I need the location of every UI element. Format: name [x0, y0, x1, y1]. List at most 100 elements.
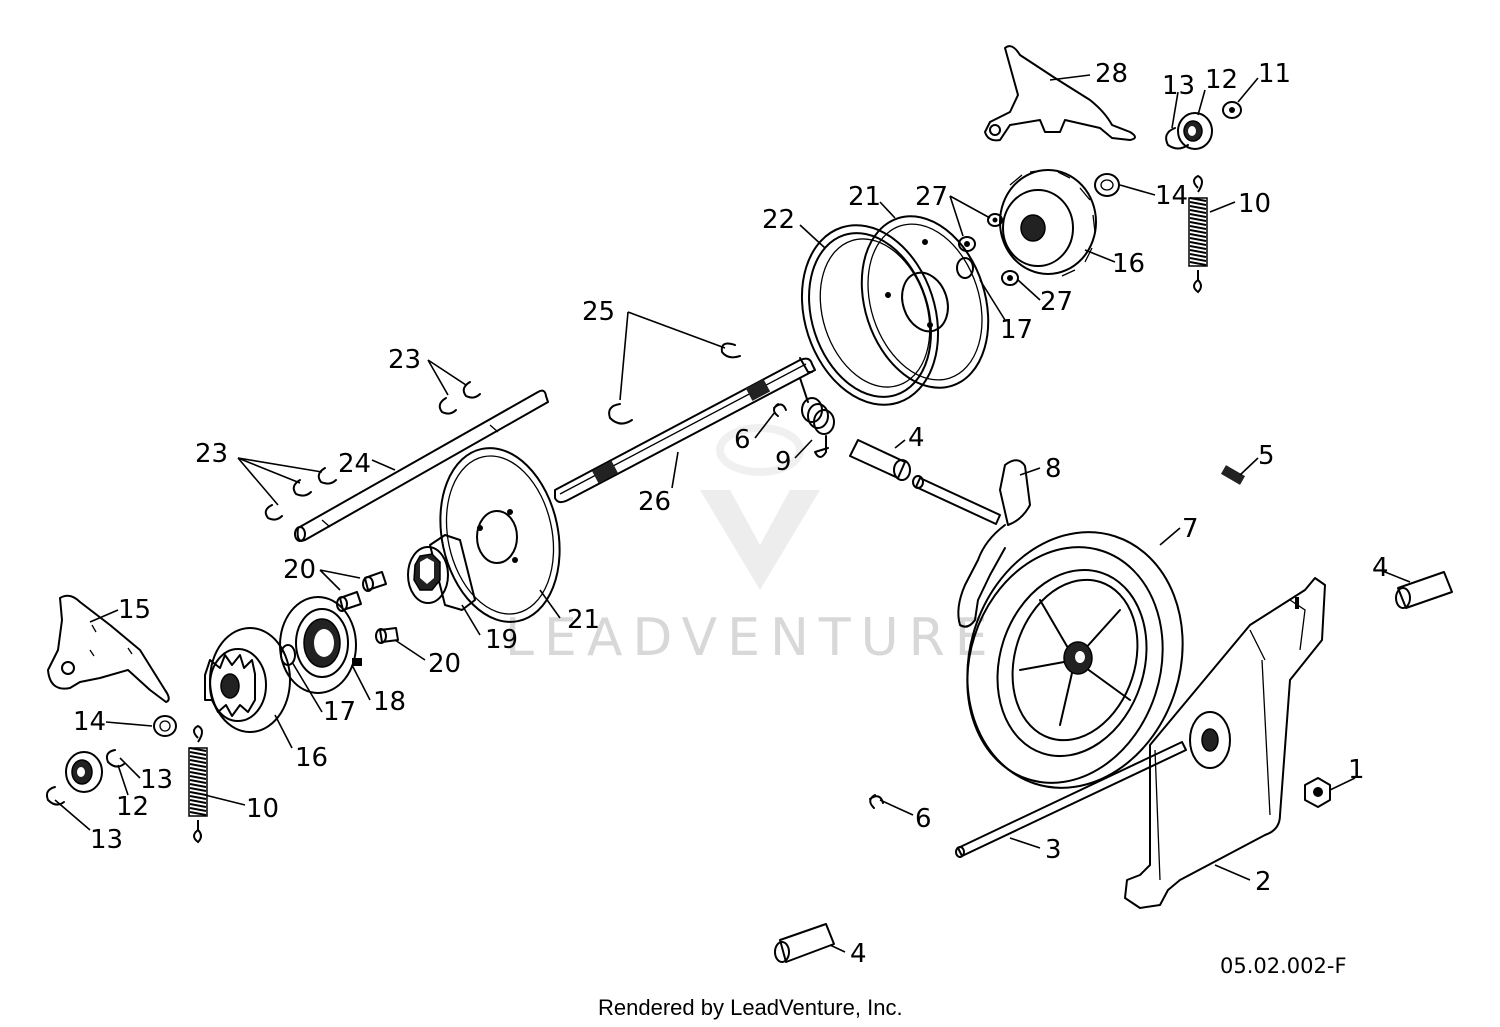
spring-body — [188, 747, 208, 817]
spacer-4-middle — [849, 439, 911, 481]
callout-13-top: 13 — [1162, 71, 1195, 101]
rivet-20-b — [336, 591, 362, 612]
drive-plate-22 — [800, 224, 940, 406]
side-plate-2 — [1124, 577, 1326, 909]
watermark-text: LEADVENTURE — [505, 608, 998, 668]
callout-9: 9 — [775, 447, 792, 477]
callout-13-lower-a: 13 — [140, 765, 173, 795]
callout-4-bottom: 4 — [850, 939, 867, 969]
drive-gear-16-lower — [204, 627, 291, 733]
bracket-15 — [47, 594, 170, 703]
callout-18: 18 — [373, 687, 406, 717]
callout-20-lower: 20 — [428, 649, 461, 679]
axle-rod-3 — [955, 741, 1187, 858]
callout-20-upper: 20 — [283, 555, 316, 585]
callout-15: 15 — [118, 595, 151, 625]
callout-21-lower: 21 — [567, 605, 600, 635]
washer-27-c — [1001, 270, 1019, 286]
set-screw-5 — [1220, 465, 1246, 485]
callout-28: 28 — [1095, 59, 1128, 89]
callout-5: 5 — [1258, 441, 1275, 471]
snap-ring-13-lower-a — [105, 749, 125, 768]
pivot-pin — [912, 475, 1001, 525]
torsion-spring-9 — [799, 377, 835, 458]
spring-coil — [189, 724, 207, 844]
callout-labels: 1 2 3 4 4 4 5 6 6 7 8 9 10 10 11 12 12 1… — [73, 59, 1389, 969]
callout-14-lower: 14 — [73, 707, 106, 737]
callout-24: 24 — [338, 449, 371, 479]
friction-disc-21-top — [860, 215, 990, 389]
spring-coil — [1189, 174, 1207, 294]
washer-14-lower — [153, 715, 177, 737]
snap-ring-13-top — [1165, 127, 1189, 150]
spring-10-lower — [188, 724, 208, 844]
callout-3: 3 — [1045, 835, 1062, 865]
footer-credit: Rendered by LeadVenture, Inc. — [598, 995, 903, 1020]
snap-ring-25-b — [608, 403, 633, 425]
hairpin-clip-6-lower — [869, 794, 884, 809]
callout-12-top: 12 — [1205, 65, 1238, 95]
spacer-4-bottom — [774, 923, 835, 963]
bearing-12-lower — [65, 751, 103, 793]
e-clip-23-c — [317, 467, 337, 485]
callout-27-top: 27 — [915, 182, 948, 212]
snap-ring-13-lower-b — [45, 786, 65, 806]
friction-disc-21-lower — [439, 447, 561, 623]
callout-19: 19 — [485, 625, 518, 655]
callout-11: 11 — [1258, 59, 1291, 89]
drive-gear-16-top — [999, 169, 1097, 277]
callout-4-right: 4 — [1372, 553, 1389, 583]
callout-17-lower: 17 — [323, 697, 356, 727]
bearing-housing-18 — [279, 596, 362, 694]
idler-arm-8 — [957, 459, 1031, 628]
callout-21-top: 21 — [848, 182, 881, 212]
e-clip-23-e — [264, 504, 283, 521]
e-clip-23-b — [438, 397, 457, 415]
leader-lines — [54, 74, 1411, 953]
callout-1: 1 — [1348, 755, 1365, 785]
spring-body — [1188, 197, 1208, 267]
callout-17-top: 17 — [1000, 315, 1033, 345]
callout-25: 25 — [582, 297, 615, 327]
callout-23-lower: 23 — [195, 439, 228, 469]
rivet-20-c — [375, 627, 399, 644]
nut-11 — [1222, 101, 1242, 119]
callout-23-upper: 23 — [388, 345, 421, 375]
rod-24 — [294, 389, 549, 542]
bearing-12-top — [1177, 112, 1213, 150]
callout-6-lower: 6 — [915, 804, 932, 834]
washer-27-b — [987, 213, 1003, 227]
callout-16-lower: 16 — [295, 743, 328, 773]
callout-14-top: 14 — [1155, 181, 1188, 211]
callout-4-middle: 4 — [908, 423, 925, 453]
callout-10-top: 10 — [1238, 189, 1271, 219]
hex-nut-1 — [1304, 777, 1331, 808]
snap-ring-25-a — [720, 342, 741, 359]
o-ring-17-top — [956, 257, 974, 279]
spacer-4-right — [1395, 571, 1453, 609]
callout-26: 26 — [638, 487, 671, 517]
diagram-code: 05.02.002-F — [1220, 954, 1347, 978]
callout-6-upper: 6 — [734, 425, 751, 455]
callout-22: 22 — [762, 205, 795, 235]
callout-10-lower: 10 — [246, 794, 279, 824]
shaft-26 — [554, 357, 816, 504]
hub-19 — [407, 534, 476, 611]
callout-13-lower-b: 13 — [90, 825, 123, 855]
callout-8: 8 — [1045, 454, 1062, 484]
callout-12-lower: 12 — [116, 792, 149, 822]
wheel-7 — [966, 531, 1184, 789]
watermark-logo — [700, 424, 820, 590]
rivet-20-a — [362, 571, 387, 592]
callout-16-top: 16 — [1112, 249, 1145, 279]
e-clip-23-d — [292, 479, 312, 497]
spring-10-top — [1188, 174, 1208, 294]
e-clip-23-a — [462, 381, 481, 399]
bracket-28 — [984, 45, 1136, 142]
callout-7: 7 — [1182, 514, 1199, 544]
callout-2: 2 — [1255, 867, 1272, 897]
callout-27-lower: 27 — [1040, 287, 1073, 317]
hairpin-clip-6-upper — [773, 403, 787, 417]
washer-14-top — [1094, 173, 1120, 197]
